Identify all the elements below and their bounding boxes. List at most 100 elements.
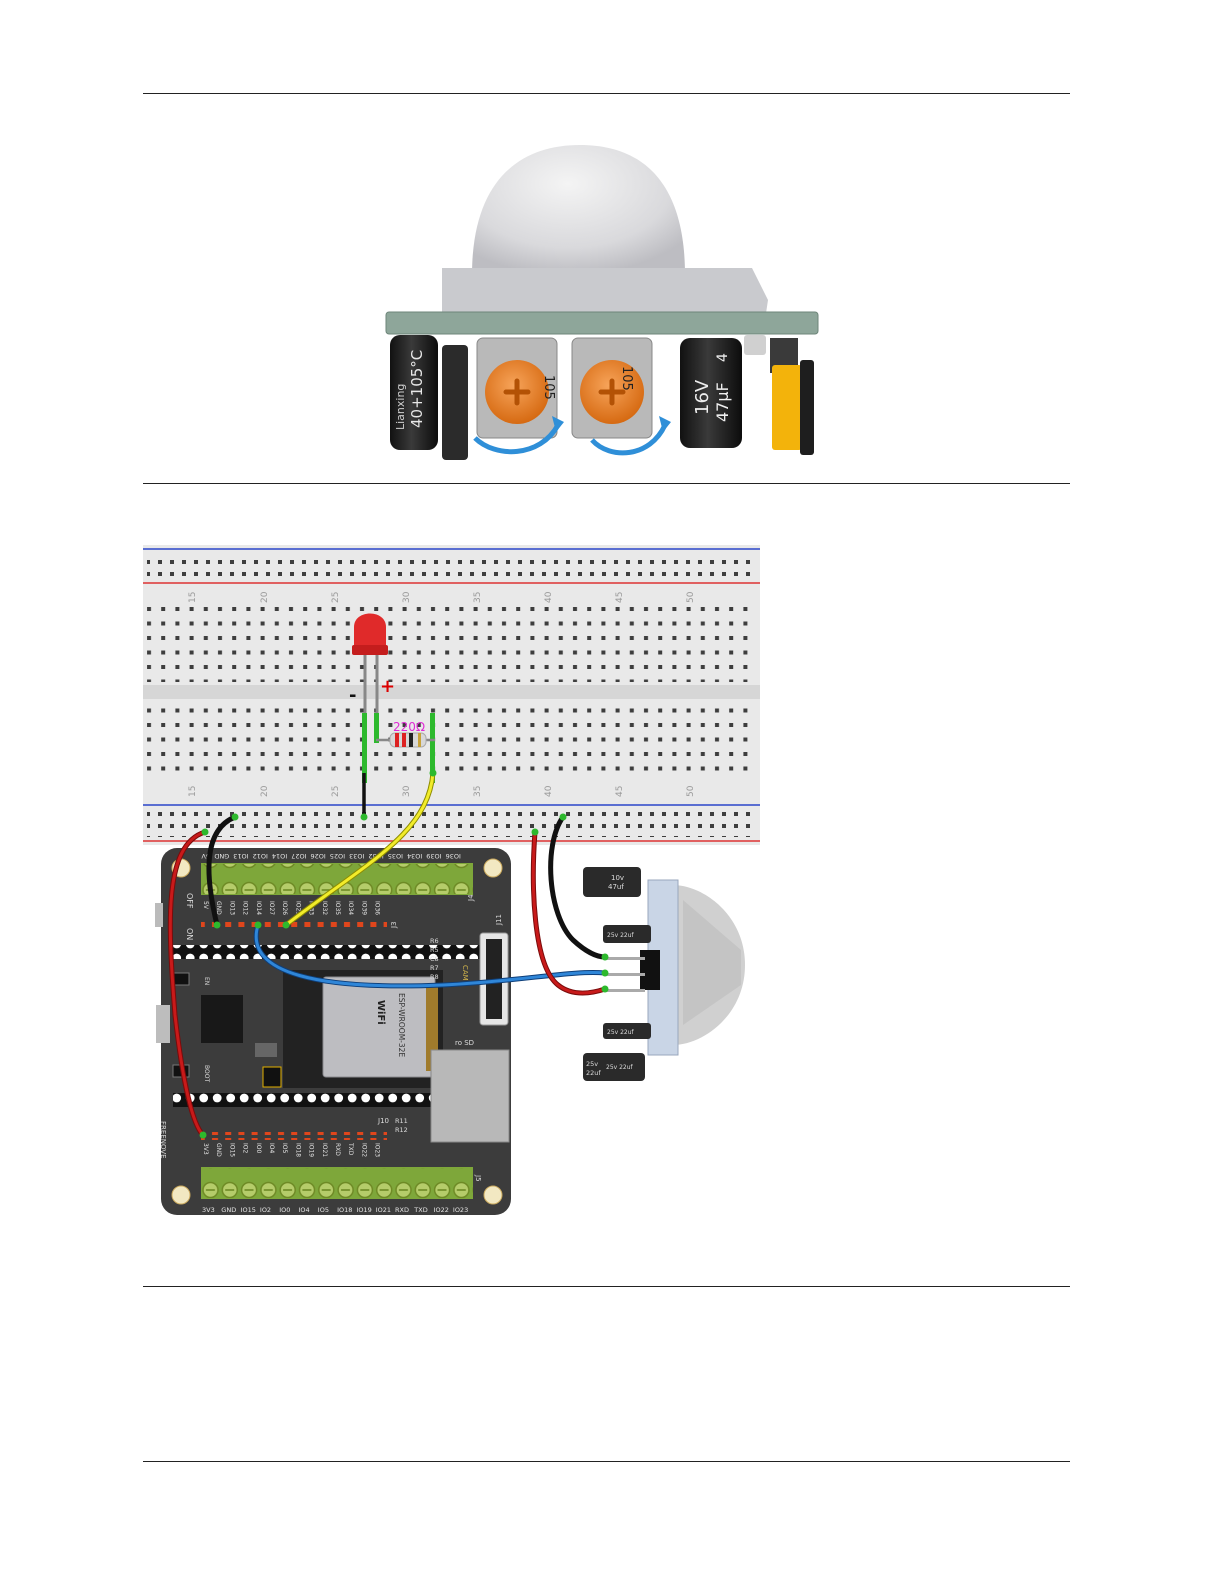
- pin-label: IO19: [308, 1143, 315, 1157]
- jumper-pins: [800, 360, 814, 455]
- pir-cap-top-voltage: 10v: [611, 874, 624, 882]
- led-plus-sign: +: [380, 676, 395, 697]
- col-num-bottom: 25: [331, 786, 341, 797]
- left-cap-brand-text: Lianxing: [394, 384, 407, 430]
- pin-label: GND: [221, 1206, 236, 1214]
- pin-label: IO35: [388, 852, 403, 860]
- j10-label: J10: [377, 1117, 389, 1125]
- switch-on-label: ON: [185, 928, 194, 940]
- col-num-bottom: 50: [686, 785, 696, 797]
- pin-label: TXD: [413, 1206, 427, 1214]
- pin-label: IO36: [374, 901, 381, 915]
- pin-label: 3V3: [202, 1143, 209, 1155]
- pin-label: IO21: [321, 1143, 328, 1157]
- right-cap-voltage: 16V: [692, 379, 713, 415]
- breadboard: 15 20 25 30 35 40 45 50 15 20 25 30 35 4…: [143, 545, 760, 845]
- left-pot-arrow-head: [552, 416, 564, 432]
- left-cap-temp-text: 40+105°C: [408, 350, 426, 428]
- pin-label: RXD: [334, 1143, 341, 1156]
- right-pot-arrow: [590, 423, 668, 456]
- col-num-top: 40: [544, 591, 554, 603]
- brand-label: FREENOVE: [159, 1121, 167, 1159]
- top-pin-header: [201, 920, 387, 928]
- top-terminal-strip: [147, 607, 755, 682]
- col-num-bottom: 15: [188, 786, 198, 797]
- bottom-power-rail: [147, 811, 755, 837]
- pin-label: GND: [214, 852, 229, 860]
- pin-label: IO0: [279, 1206, 290, 1214]
- pin-label: 5V: [202, 901, 209, 910]
- j4-label: J4: [467, 894, 475, 902]
- pin-label: IO22: [434, 1206, 449, 1214]
- pin-label: IO25: [294, 901, 301, 915]
- pin-label: 3V3: [202, 1206, 215, 1214]
- col-num-top: 15: [188, 592, 198, 603]
- col-num-top: 50: [686, 591, 696, 603]
- pin-label: IO34: [407, 852, 422, 860]
- left-pot-cross: [503, 378, 531, 406]
- pin-label: GND: [215, 1143, 222, 1157]
- col-num-bottom: 40: [544, 785, 554, 797]
- pir-cap-small-1-text: 25v 22uf: [607, 932, 635, 939]
- en-label: EN: [203, 977, 210, 985]
- j11-label: J11: [495, 914, 503, 926]
- en-button: [172, 972, 190, 986]
- col-num-top: 25: [331, 592, 341, 603]
- right-capacitor: [680, 338, 742, 448]
- pir-cap-top: [583, 867, 641, 897]
- sd-card-slot: [430, 1049, 510, 1143]
- c8-label: C8: [430, 955, 439, 963]
- connection-highlights: [362, 713, 435, 783]
- pir-cap-top-value: 47uf: [608, 883, 624, 891]
- pin-label: IO19: [356, 1206, 371, 1214]
- pir-sensor-module: 10v 47uf 25v 22uf 25v 22uf 25v 22uf 25v …: [583, 867, 745, 1081]
- pir-cap-small-2-text: 25v 22uf: [607, 1029, 635, 1036]
- r8-label: R8: [430, 973, 439, 981]
- esp-module-shield: [322, 976, 436, 1078]
- j3-label: J3: [390, 921, 398, 929]
- r12-label: R12: [395, 1126, 408, 1134]
- pin-label: IO5: [318, 1206, 329, 1214]
- pin-label: IO14: [272, 852, 287, 860]
- pir-cap-bottom: [583, 1053, 645, 1081]
- yellow-jumper: [772, 365, 802, 450]
- separator-rule-1: [143, 483, 1070, 484]
- regulator: [255, 1043, 277, 1057]
- right-cap-mark: 4: [715, 353, 731, 362]
- pin-label: RXD: [395, 1206, 409, 1214]
- pir-cap-bottom-voltage: 25v: [586, 1060, 598, 1068]
- pin-label: IO13: [233, 852, 248, 860]
- j5-label: J5: [474, 1174, 482, 1182]
- pin-label: IO4: [299, 1206, 310, 1214]
- pin-label: IO2: [242, 1143, 249, 1153]
- pin-label: IO34: [347, 901, 354, 915]
- wifi-label: WiFi: [375, 1000, 386, 1025]
- boot-label: BOOT: [203, 1065, 210, 1082]
- col-num-bottom: 30: [402, 785, 412, 797]
- module-name: ESP-WROOM-32E: [397, 993, 406, 1057]
- resistor-220: 220Ω: [376, 720, 435, 748]
- dome-base: [442, 268, 768, 320]
- pin-label: IO23: [374, 1143, 381, 1157]
- pin-label: IO25: [330, 852, 345, 860]
- cam-label: CAM: [461, 965, 469, 981]
- pin-label: IO5: [281, 1143, 288, 1153]
- led-minus-sign: -: [349, 685, 356, 706]
- r11-label: R11: [395, 1117, 408, 1125]
- pin-label: IO27: [268, 901, 275, 915]
- pin-label: IO2: [260, 1206, 271, 1214]
- pin-label: IO12: [242, 901, 249, 915]
- pcb-edge: [385, 311, 819, 335]
- usb-chip: [201, 995, 243, 1043]
- right-pot-code: 105: [619, 366, 634, 391]
- r7-label: R7: [430, 964, 439, 972]
- pin-label: IO33: [349, 852, 364, 860]
- right-cap-value: 47μF: [713, 382, 732, 422]
- pin-label: IO4: [268, 1143, 275, 1153]
- small-component: [744, 335, 766, 355]
- pir-cap-small-3-text: 25v 22uf: [606, 1064, 634, 1071]
- pin-label: IO23: [453, 1206, 468, 1214]
